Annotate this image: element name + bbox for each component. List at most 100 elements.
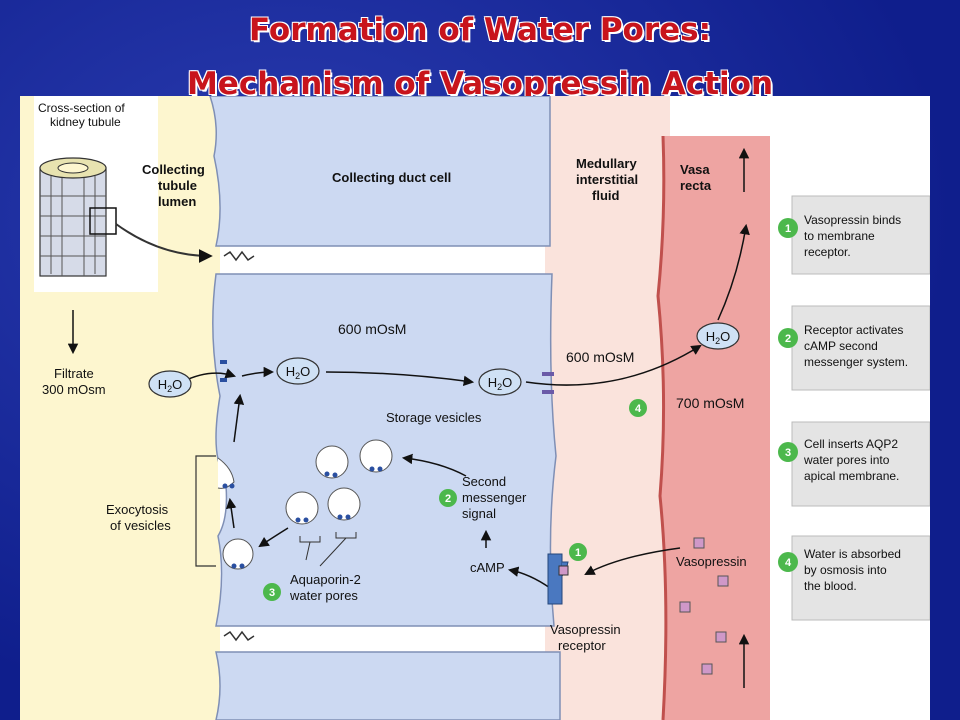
vasopressin-molecule	[715, 631, 727, 643]
exocytosis-label-line2: of vesicles	[110, 518, 171, 533]
filtrate-label-line2: 300 mOsm	[42, 382, 106, 397]
kidney-tubule-icon	[39, 157, 117, 277]
vasopressin-label: Vasopressin	[676, 554, 747, 569]
step-box-3: 3 Cell inserts AQP2 water pores into api…	[778, 421, 930, 507]
bound-vasopressin	[558, 565, 569, 576]
exocytosing-vesicle	[222, 538, 254, 570]
storage-vesicle	[285, 491, 319, 525]
svg-text:to membrane: to membrane	[804, 229, 875, 243]
vasa-recta-region	[658, 136, 770, 720]
duct-cell-bottom	[215, 651, 561, 720]
svg-text:Water is absorbed: Water is absorbed	[804, 547, 901, 561]
apical-water-pore-top	[220, 360, 227, 364]
storage-vesicle	[359, 439, 393, 473]
vasopressin-molecule	[701, 663, 713, 675]
svg-text:4: 4	[785, 557, 792, 569]
svg-text:4: 4	[635, 403, 642, 415]
water-arrow-3	[325, 371, 475, 387]
svg-text:3: 3	[785, 447, 791, 459]
receptor-label-line2: receptor	[558, 638, 606, 653]
storage-vesicle	[315, 445, 349, 479]
vesicle-to-membrane-arrow	[233, 393, 245, 443]
vasopressin-molecule	[717, 575, 729, 587]
vesicle-move-arrow	[258, 527, 289, 548]
h2o-molecule-apical: H2O	[276, 357, 320, 385]
interstitial-osmolarity: 600 mOsM	[566, 349, 634, 365]
vasopressin-molecule	[679, 601, 691, 613]
vasopressin-receptor	[547, 553, 563, 605]
tight-junction-top	[223, 250, 255, 262]
svg-text:1: 1	[575, 547, 581, 559]
water-arrow-2	[241, 366, 275, 378]
slide-title-line-1: Formation of Water Pores:	[248, 12, 712, 48]
signal-to-vesicles-arrow	[401, 453, 467, 477]
water-arrow-4	[525, 344, 702, 386]
h2o-molecule-basolateral: H2O	[478, 368, 522, 396]
inset-label-line1: Cross-section of	[38, 101, 125, 115]
step-marker-3: 3	[263, 583, 281, 601]
step-box-2: 2 Receptor activates cAMP second messeng…	[778, 305, 930, 391]
duct-cell-top	[209, 96, 551, 247]
vasa-recta-label-line2: recta	[680, 178, 712, 193]
exocytosis-arrow	[225, 497, 237, 529]
filtrate-label-line1: Filtrate	[54, 366, 94, 381]
vasopressin-mechanism-figure: Cross-section of kidney tubule Filtrate …	[20, 96, 930, 720]
cell-osmolarity: 600 mOsM	[338, 321, 406, 337]
apical-water-pore-bottom	[220, 378, 227, 382]
svg-text:1: 1	[785, 223, 791, 235]
second-messenger-label-line1: Second	[462, 474, 506, 489]
inserted-pore-dot	[229, 483, 235, 489]
inset-zoom-arrow	[115, 223, 213, 263]
aquaporin-label-line2: water pores	[289, 588, 358, 603]
aquaporin-label-line1: Aquaporin-2	[290, 572, 361, 587]
lumen-label-line2: tubule	[158, 178, 197, 193]
vasa-recta-wall	[656, 135, 668, 720]
step-marker-2: 2	[439, 489, 457, 507]
svg-text:receptor.: receptor.	[804, 245, 851, 259]
interstitial-label-line2: interstitial	[576, 172, 638, 187]
storage-vesicles-label: Storage vesicles	[386, 410, 482, 425]
svg-text:cAMP second: cAMP second	[804, 339, 878, 353]
vasa-recta-osmolarity: 700 mOsM	[676, 395, 744, 411]
svg-text:H2O: H2O	[706, 329, 731, 346]
step-box-4: 4 Water is absorbed by osmosis into the …	[778, 535, 930, 621]
h2o-molecule-lumen: H2O	[148, 370, 192, 398]
interstitial-label-line1: Medullary	[576, 156, 637, 171]
basolateral-water-pore-bottom	[542, 390, 554, 394]
aquaporin-leader-lines	[305, 537, 347, 567]
basolateral-water-pore-top	[542, 372, 554, 376]
svg-text:by osmosis into: by osmosis into	[804, 563, 887, 577]
svg-text:H2O: H2O	[158, 377, 183, 394]
lumen-label-line1: Collecting	[142, 162, 205, 177]
vasopressin-molecule	[693, 537, 705, 549]
h2o-molecule-blood: H2O	[696, 322, 740, 350]
vasopressin-to-receptor-arrow	[584, 547, 681, 575]
svg-text:the blood.: the blood.	[804, 579, 857, 593]
svg-text:2: 2	[785, 333, 791, 345]
step-marker-4: 4	[629, 399, 647, 417]
step-box-1: 1 Vasopressin binds to membrane receptor…	[778, 195, 930, 275]
receptor-to-camp-arrow	[507, 566, 551, 589]
interstitial-label-line3: fluid	[592, 188, 619, 203]
inset-label-line2: kidney tubule	[50, 115, 121, 129]
svg-text:2: 2	[445, 493, 451, 505]
svg-text:H2O: H2O	[286, 364, 311, 381]
interstitial-region	[545, 96, 670, 720]
second-messenger-label-line2: messenger	[462, 490, 527, 505]
svg-text:Cell inserts AQP2: Cell inserts AQP2	[804, 437, 898, 451]
exocytosis-bracket	[195, 455, 216, 567]
svg-text:Receptor activates: Receptor activates	[804, 323, 903, 337]
step-marker-1: 1	[569, 543, 587, 561]
inserted-pore-dot	[222, 483, 228, 489]
svg-text:Vasopressin binds: Vasopressin binds	[804, 213, 901, 227]
second-messenger-label-line3: signal	[462, 506, 496, 521]
fusing-vesicle	[217, 457, 235, 489]
cell-label: Collecting duct cell	[332, 170, 451, 185]
tight-junction-bottom	[223, 630, 255, 642]
svg-text:messenger system.: messenger system.	[804, 355, 908, 369]
camp-label: cAMP	[470, 560, 505, 575]
receptor-label-line1: Vasopressin	[550, 622, 621, 637]
svg-text:H2O: H2O	[488, 375, 513, 392]
svg-text:3: 3	[269, 587, 275, 599]
water-arrow-5	[717, 223, 750, 321]
